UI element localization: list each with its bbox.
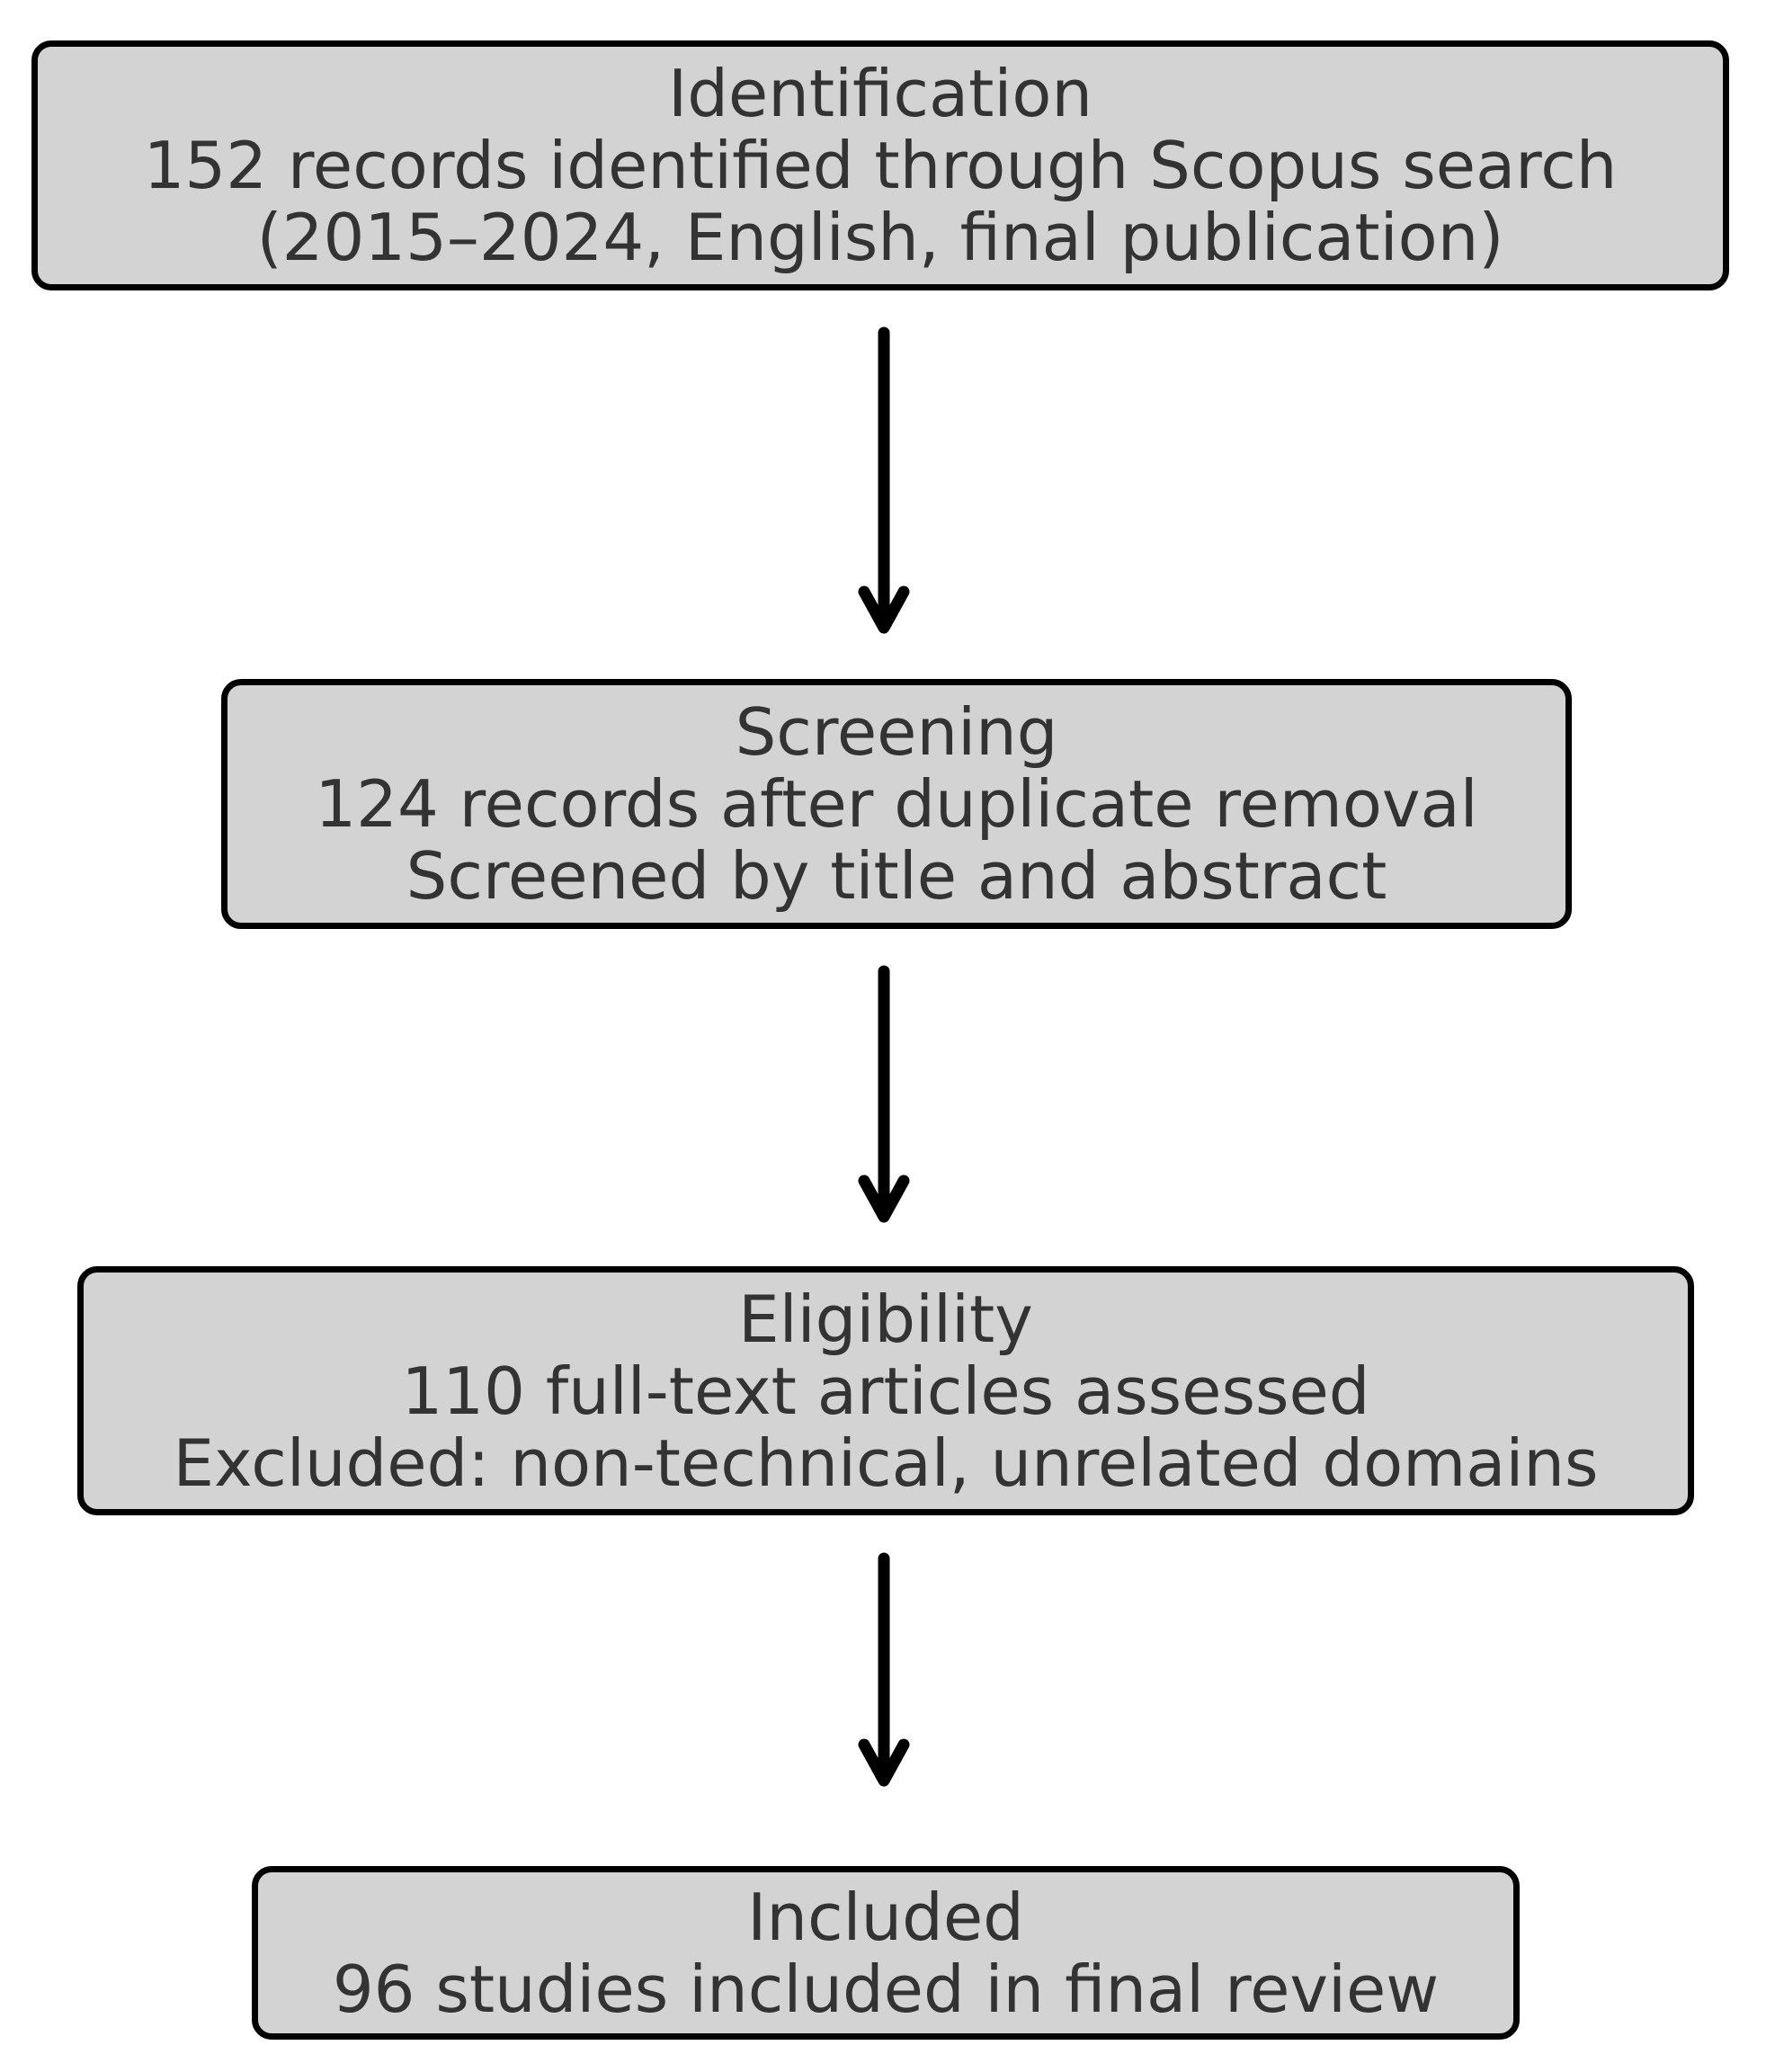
identification-stage-box: Identification 152 records identified th… <box>31 40 1729 290</box>
stage-detail: Excluded: non-technical, unrelated domai… <box>173 1424 1599 1501</box>
stage-detail: 110 full-text articles assessed <box>401 1353 1370 1429</box>
stage-detail: Screened by title and abstract <box>406 838 1387 914</box>
eligibility-stage-box: Eligibility 110 full-text articles asses… <box>77 1266 1694 1515</box>
included-stage-box: Included 96 studies included in final re… <box>252 1866 1520 2040</box>
stage-title: Eligibility <box>738 1281 1033 1357</box>
down-arrow-icon <box>854 1551 914 1789</box>
stage-title: Screening <box>735 694 1058 770</box>
stage-title: Included <box>747 1879 1024 1955</box>
stage-detail: 152 records identified through Scopus se… <box>143 128 1618 203</box>
stage-detail: 96 studies included in final review <box>332 1951 1440 2027</box>
down-arrow-icon <box>854 326 914 636</box>
stage-detail: (2015–2024, English, final publication) <box>256 200 1504 275</box>
stage-title: Identification <box>667 56 1093 131</box>
screening-stage-box: Screening 124 records after duplicate re… <box>221 679 1572 929</box>
down-arrow-icon <box>854 964 914 1225</box>
stage-detail: 124 records after duplicate removal <box>315 766 1478 842</box>
